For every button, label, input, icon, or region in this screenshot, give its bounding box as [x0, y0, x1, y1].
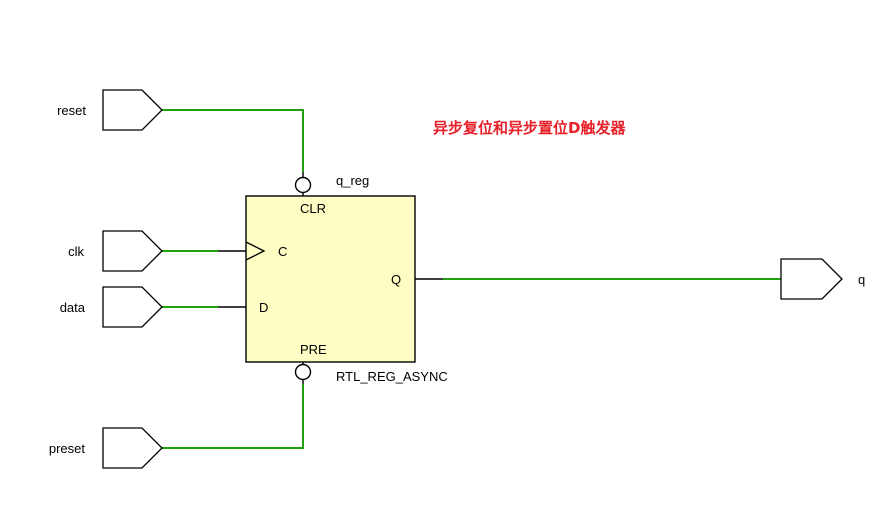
pin-label-c: C [278, 244, 287, 259]
pin-label-pre: PRE [300, 342, 327, 357]
wire-reset[interactable] [162, 109, 304, 172]
clock-triangle-icon [245, 241, 266, 261]
input-port-reset[interactable]: reset [57, 89, 163, 131]
input-port-shape[interactable] [102, 427, 163, 469]
pre-inversion-bubble-icon [294, 363, 312, 381]
input-port-label: preset [49, 441, 86, 456]
pin-label-d: D [259, 300, 268, 315]
input-port-shape[interactable] [102, 230, 163, 272]
cell-type-name: RTL_REG_ASYNC [336, 369, 448, 384]
input-port-data[interactable]: data [60, 286, 163, 328]
wires [162, 109, 781, 449]
input-port-shape[interactable] [102, 286, 163, 328]
input-port-label: data [60, 300, 86, 315]
output-port-q[interactable]: q [780, 258, 865, 300]
clr-inversion-bubble-icon [294, 176, 312, 194]
wire-preset[interactable] [162, 384, 304, 449]
output-port-shape[interactable] [780, 258, 843, 300]
output-port-label: q [858, 272, 865, 287]
diagram-title: 异步复位和异步置位D触发器 [433, 119, 626, 137]
input-port-clk[interactable]: clk [68, 230, 163, 272]
pin-label-q: Q [391, 272, 401, 287]
input-port-label: clk [68, 244, 84, 259]
register-body[interactable] [245, 195, 416, 363]
cell-instance-name: q_reg [336, 173, 369, 188]
register-cell[interactable]: CLR C D Q PRE [245, 176, 416, 381]
input-port-preset[interactable]: preset [49, 427, 163, 469]
input-port-shape[interactable] [102, 89, 163, 131]
pin-label-clr: CLR [300, 201, 326, 216]
input-port-label: reset [57, 103, 86, 118]
